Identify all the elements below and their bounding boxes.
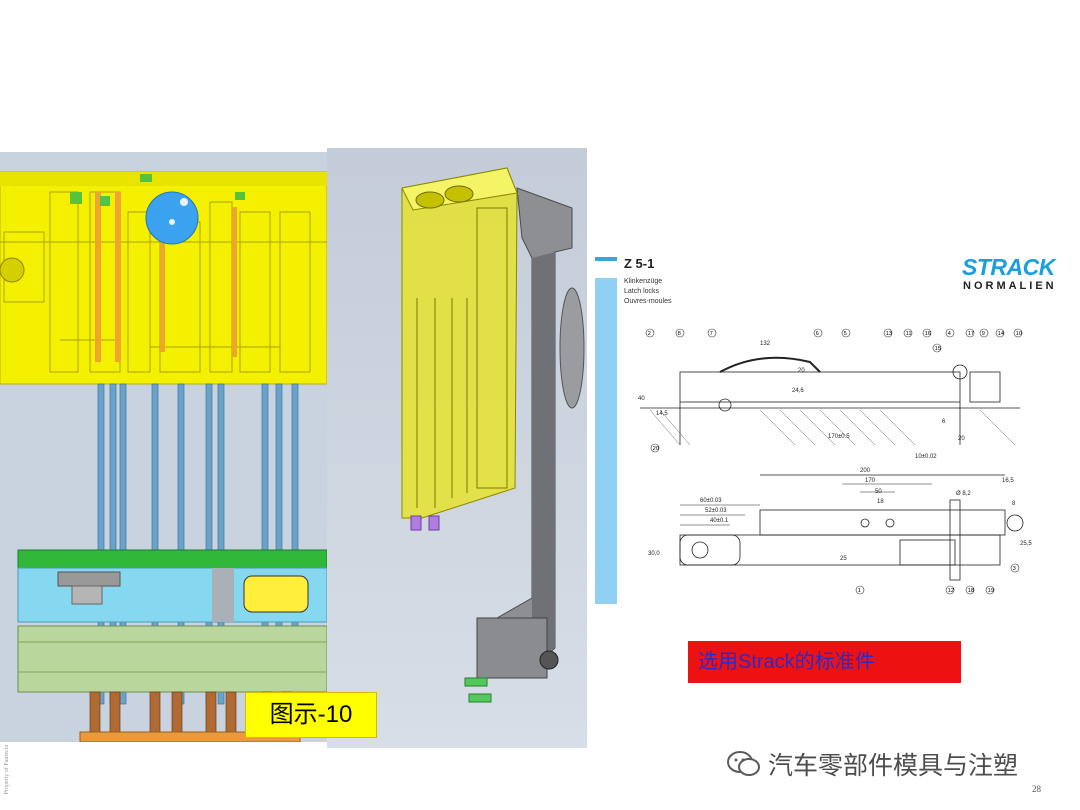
catalog-side-bar bbox=[595, 278, 617, 604]
callout-number: 16 bbox=[925, 331, 931, 337]
dim-60: 60±0.03 bbox=[700, 498, 722, 504]
callout-number: 18 bbox=[968, 588, 974, 594]
vertical-property-note: Property of Faurecia bbox=[4, 745, 10, 795]
dim-25: 25 bbox=[840, 556, 847, 562]
watermark-text: 汽车零部件模具与注塑 bbox=[768, 752, 1019, 780]
dim-50: 50 bbox=[875, 489, 882, 495]
catalog-subtitle-de: Klinkenzüge bbox=[624, 278, 663, 285]
callout-number: 10 bbox=[1016, 331, 1022, 337]
catalog-subtitle-fr: Ouvres-moules bbox=[624, 298, 672, 305]
catalog-accent-bar bbox=[595, 257, 617, 261]
figure-caption: 图示-10 bbox=[245, 692, 377, 738]
dim-170: 170±0.5 bbox=[828, 434, 850, 440]
callout-number: 20 bbox=[653, 446, 659, 452]
dim-170b: 170 bbox=[865, 478, 876, 484]
callout-number: 6 bbox=[816, 331, 819, 337]
callout-number: 13 bbox=[886, 331, 892, 337]
dim-200: 200 bbox=[860, 468, 871, 474]
wechat-icon bbox=[727, 751, 760, 776]
catalog-subtitle-en: Latch locks bbox=[624, 288, 660, 295]
page-number: 28 bbox=[1032, 784, 1041, 794]
dim-18: 18 bbox=[877, 499, 884, 505]
callout-number: 4 bbox=[948, 331, 951, 337]
catalog-code: Z 5-1 bbox=[624, 256, 655, 271]
callout-number: 1 bbox=[858, 588, 861, 594]
standard-part-note: 选用Strack的标准件 bbox=[688, 641, 961, 683]
dim-30: 30,0 bbox=[648, 551, 660, 557]
callout-number: 15 bbox=[935, 346, 941, 352]
callout-number: 11 bbox=[906, 331, 912, 337]
dim-255: 25,5 bbox=[1020, 541, 1032, 547]
callout-number: 17 bbox=[968, 331, 974, 337]
dim-14: 14,5 bbox=[656, 411, 668, 417]
strack-logo-subtitle: NORMALIEN bbox=[963, 280, 1057, 292]
dim-16: 16,5 bbox=[1002, 478, 1014, 484]
callout-number: 8 bbox=[678, 331, 681, 337]
strack-logo: STRACK bbox=[962, 254, 1055, 280]
latch-lock-technical-drawing: 132 20 24,6 40 14,5 170±0.5 20 10±0.02 6 bbox=[638, 328, 1032, 595]
dim-20a: 20 bbox=[798, 368, 805, 374]
dim-40: 40 bbox=[638, 396, 645, 402]
callout-number: 7 bbox=[710, 331, 713, 337]
callout-number: 3 bbox=[1013, 566, 1016, 572]
dim-6: 6 bbox=[942, 419, 946, 425]
latch-lock-3d-image bbox=[327, 148, 587, 748]
dim-8: 8 bbox=[1012, 501, 1016, 507]
callout-number: 5 bbox=[844, 331, 847, 337]
dim-52: 52±0.03 bbox=[705, 508, 727, 514]
callout-number: 19 bbox=[988, 588, 994, 594]
mold-assembly-drawing bbox=[0, 171, 327, 742]
callout-number: 2 bbox=[648, 331, 651, 337]
dim-132: 132 bbox=[760, 341, 771, 347]
callout-number: 9 bbox=[982, 331, 985, 337]
latch-lock-3d-drawing bbox=[401, 167, 585, 703]
dim-10: 10±0.02 bbox=[915, 454, 937, 460]
dim-40b: 40±0.1 bbox=[710, 518, 729, 524]
callout-number: 14 bbox=[998, 331, 1004, 337]
callout-number: 12 bbox=[948, 588, 954, 594]
mold-assembly-image bbox=[0, 152, 327, 742]
dim-82: Ø 8,2 bbox=[956, 491, 971, 497]
dim-20b: 20 bbox=[958, 436, 965, 442]
dim-24: 24,6 bbox=[792, 388, 804, 394]
